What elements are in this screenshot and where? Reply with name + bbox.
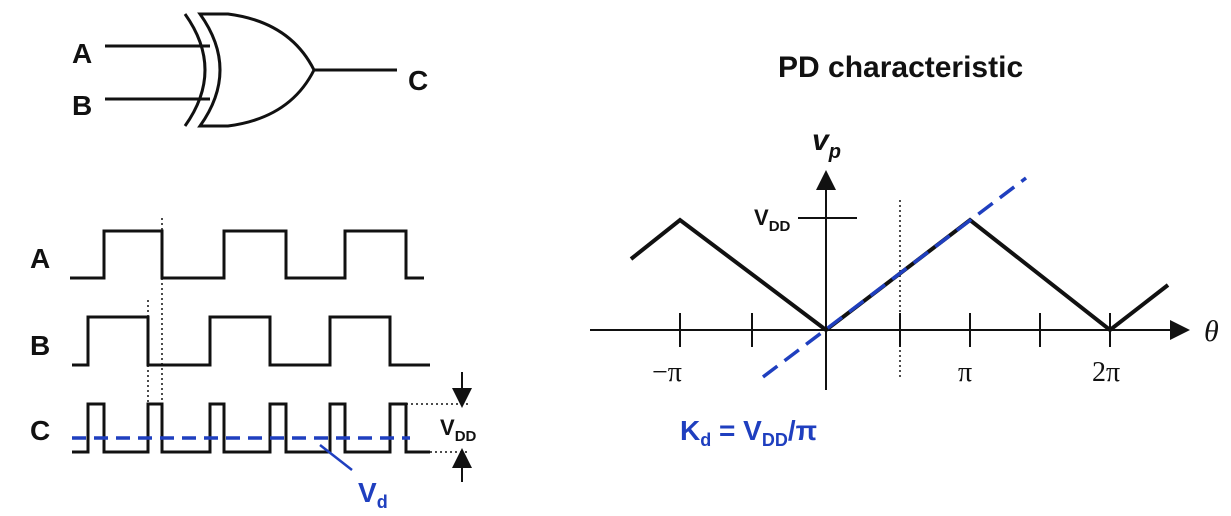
vdd-dimension-label: VDD [440,415,477,445]
xor-gate [105,12,397,128]
vd-pointer [319,444,353,471]
tick-label-pi: π [958,357,972,388]
xor-gate-body [197,12,316,128]
gate-input-b-label: B [72,90,92,121]
gate-output-c-label: C [408,65,428,96]
gain-slope-line [761,176,1028,379]
y-axis-label: vp [812,124,841,163]
waveform-alignment-guides [147,218,468,453]
x-axis-label: θ [1204,315,1219,348]
tick-label-neg-pi: −π [652,357,682,388]
waveform-a-label: A [30,243,50,274]
xor-gate-input-curve [183,13,207,127]
waveform-c-label: C [30,415,50,446]
kd-formula: Kd = VDD/π [680,415,817,450]
waveform-b [72,315,430,367]
tick-label-2pi: 2π [1092,357,1120,388]
waveform-a [70,229,424,280]
characteristic-title: PD characteristic [778,51,1023,84]
vd-label: Vd [358,477,388,512]
waveform-b-label: B [30,330,50,361]
gate-input-a-label: A [72,38,92,69]
waveform-c [72,402,430,454]
vdd-y-label: VDD [754,205,791,235]
